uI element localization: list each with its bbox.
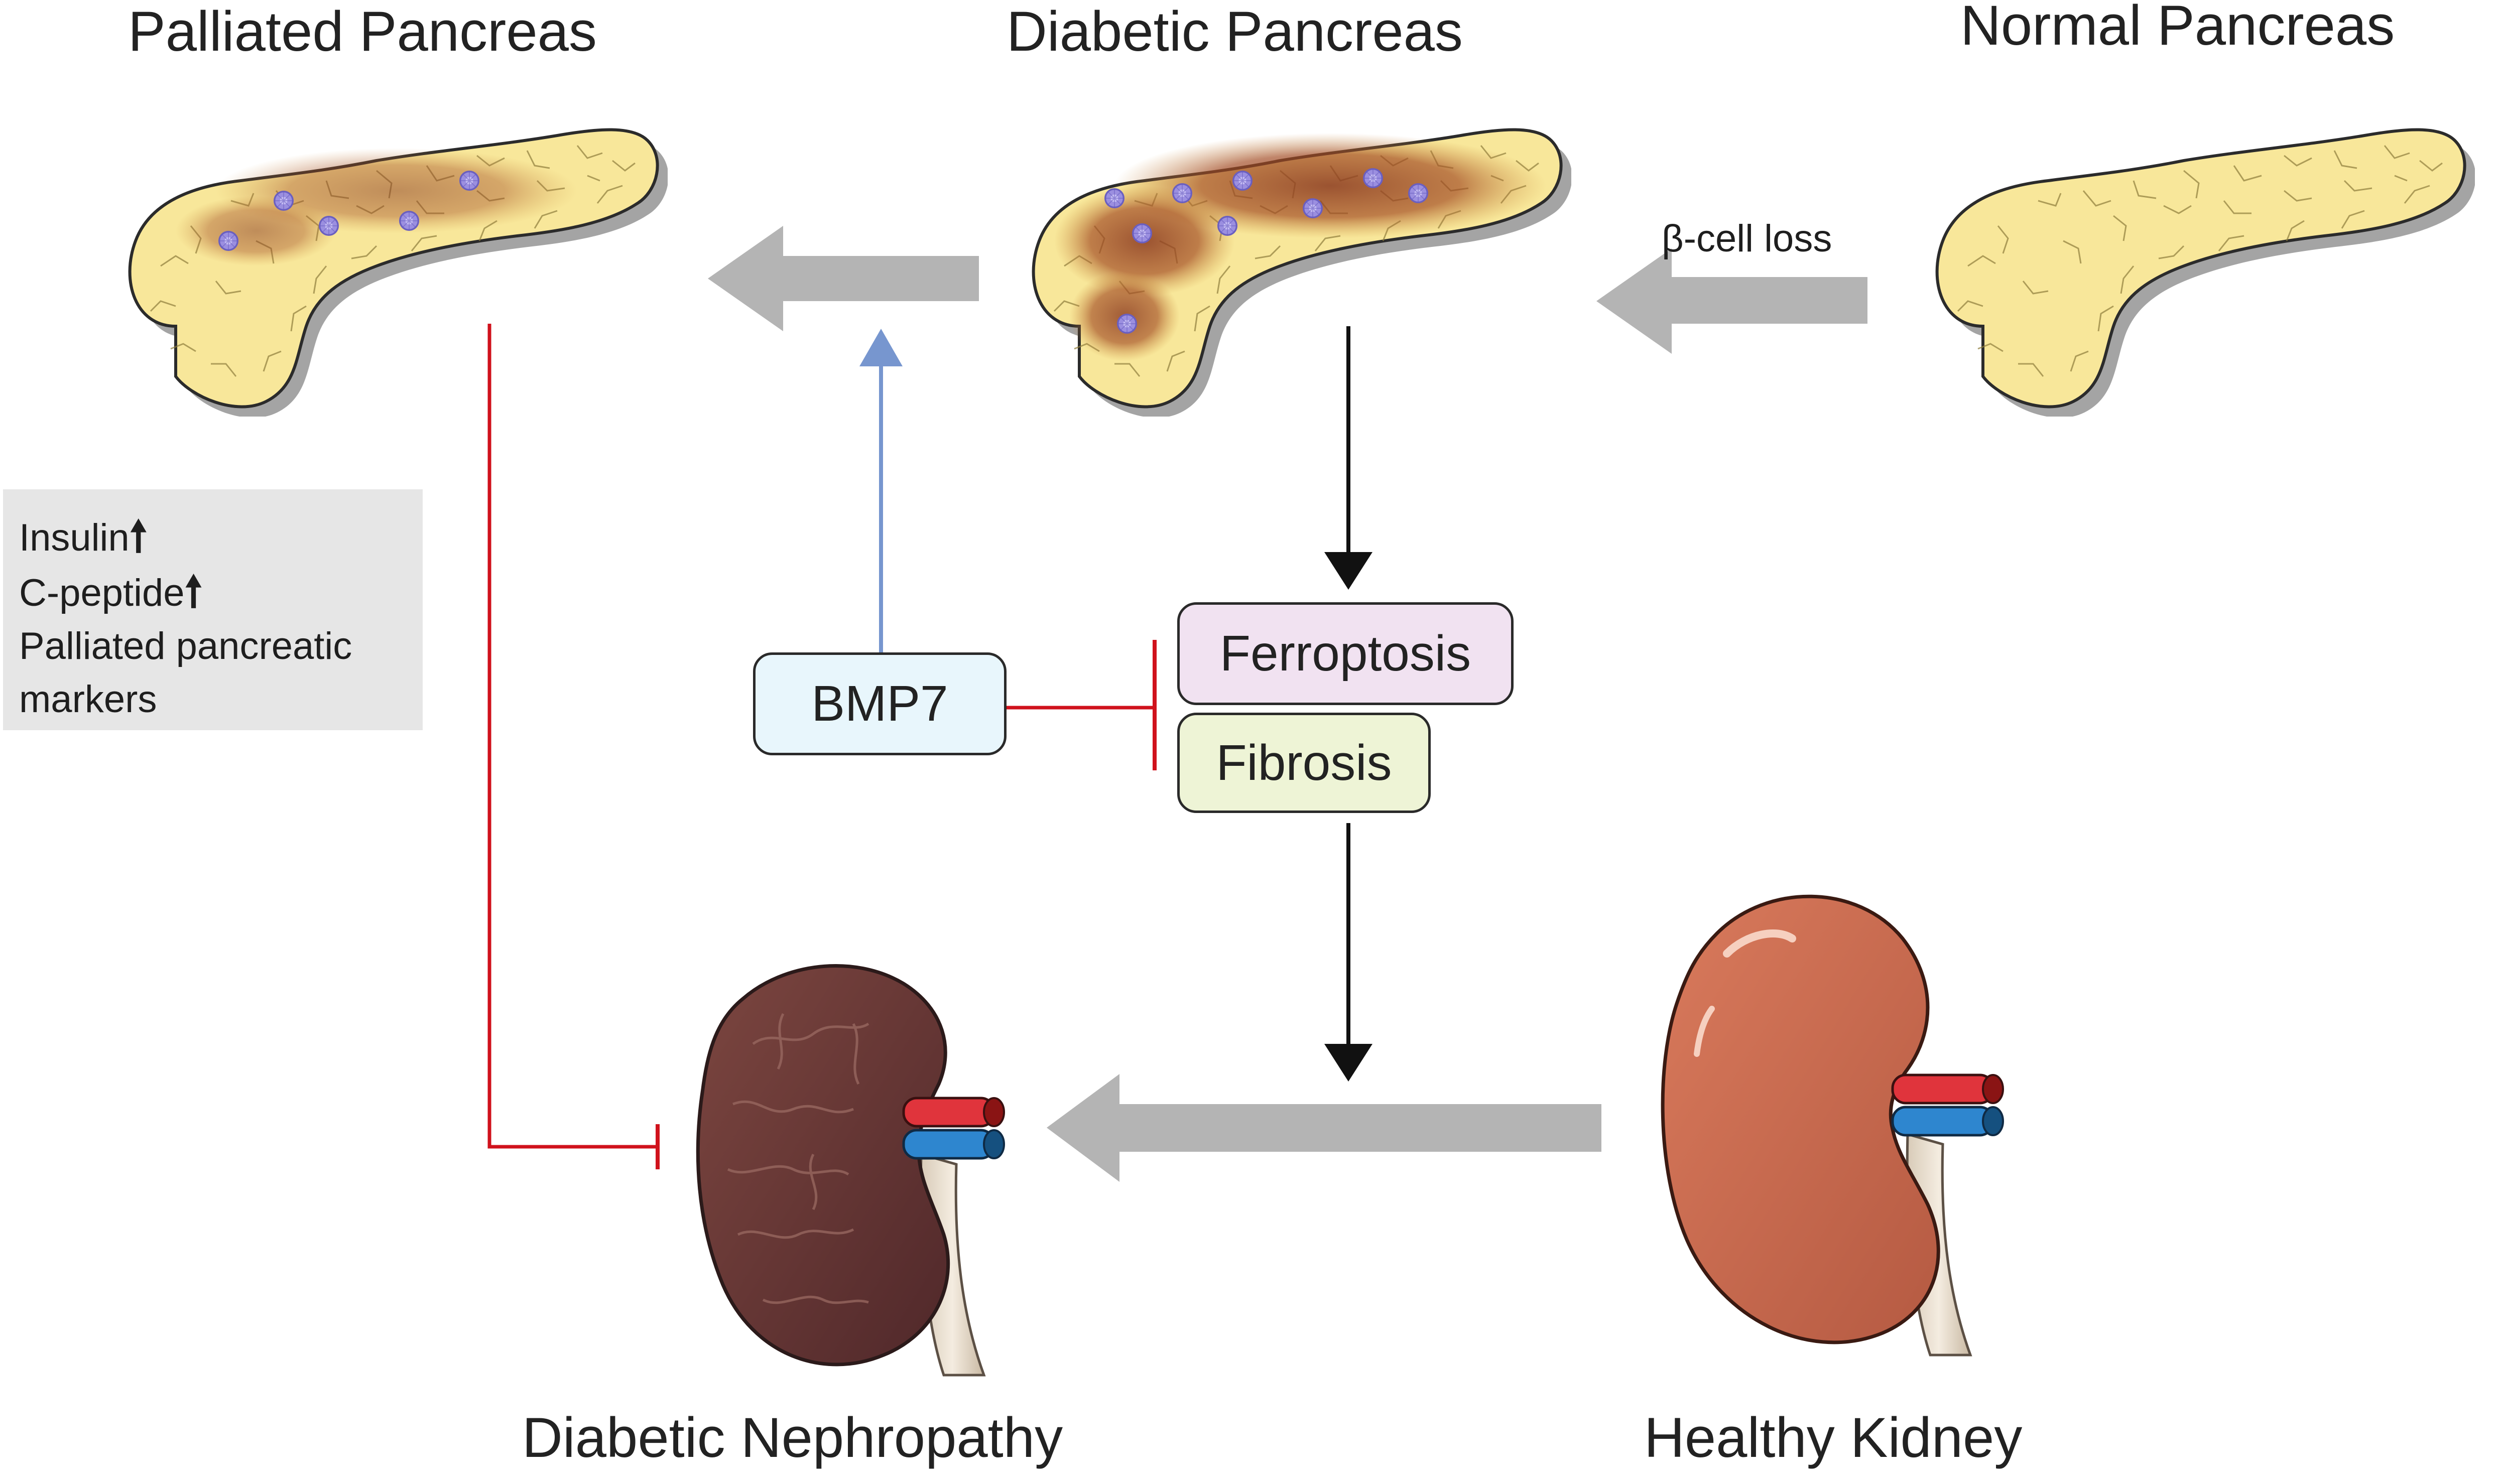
red-inhibition-palliated-to-nephropathy [487,324,660,1169]
marker-insulin-label: Insulin [19,516,130,559]
red-inhibition-bmp7 [1004,640,1157,770]
marker-palliated-line1: Palliated pancreatic [19,625,352,667]
marker-c-peptide: C-peptide🠕 [19,565,423,620]
gray-arrow-diabetic-to-palliated [708,226,979,331]
blue-arrow-bmp7-to-palliation [859,329,903,652]
gray-arrow-normal-to-diabetic [1596,248,1867,354]
bmp7-node: BMP7 [753,652,1007,755]
marker-c-peptide-label: C-peptide [19,572,185,614]
palliated-markers-box: Insulin🠕 C-peptide🠕 Palliated pancreatic… [3,489,423,730]
title-diabetic-nephropathy: Diabetic Nephropathy [522,1406,1063,1469]
c-peptide-up-arrow-icon: 🠕 [184,568,203,615]
insulin-up-arrow-icon: 🠕 [129,512,148,560]
gray-arrow-healthy-to-nephropathy [1047,1074,1601,1182]
beta-cell-loss-label: β-cell loss [1662,217,1832,260]
title-healthy-kidney: Healthy Kidney [1644,1406,2023,1469]
diabetic-pancreas-image [1034,129,1572,418]
ferroptosis-node: Ferroptosis [1177,602,1514,705]
fibrosis-node: Fibrosis [1177,713,1431,813]
normal-pancreas-image [1937,129,2476,418]
black-arrow-fibrosis-to-kidney [1324,823,1372,1082]
title-palliated-pancreas: Palliated Pancreas [128,0,597,63]
healthy-kidney-image [1661,894,2004,1357]
marker-insulin: Insulin🠕 [19,509,423,565]
diseased-kidney-image [696,964,1005,1377]
palliated-pancreas-image [130,129,669,418]
title-normal-pancreas: Normal Pancreas [1960,0,2395,57]
title-diabetic-pancreas: Diabetic Pancreas [1007,0,1463,63]
black-arrow-pancreas-to-ferroptosis [1324,326,1372,590]
marker-palliated-line2: markers [19,678,157,721]
